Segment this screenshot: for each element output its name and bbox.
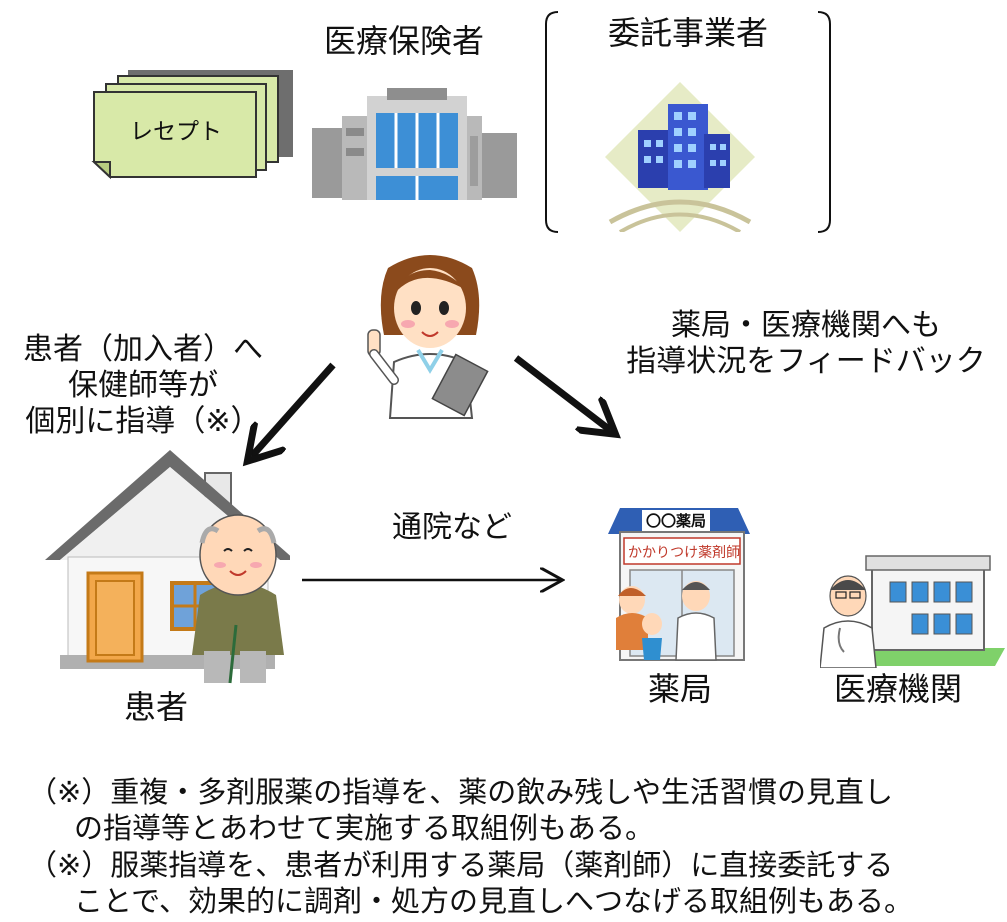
note-2-line2: ことで、効果的に調剤・処方の見直しへつなげる取組例もある。: [74, 884, 913, 919]
pharmacy-icon: 〇〇薬局 かかりつけ薬剤師: [600, 500, 758, 665]
arrow-to-pharmacy: [513, 355, 610, 430]
note-1: （※）重複・多剤服薬の指導を、薬の飲み残しや生活習慣の見直し の指導等とあわせて…: [28, 774, 893, 847]
house-icon: [45, 450, 290, 684]
visit-label: 通院など: [392, 510, 512, 545]
note-2-line1: （※）服薬指導を、患者が利用する薬局（薬剤師）に直接委託する: [28, 848, 894, 882]
insurer-title: 医療保険者: [324, 22, 485, 60]
arrow-to-patient: [252, 362, 336, 456]
contractor-bracket: [545, 11, 831, 233]
instruction-line3: 個別に指導（※）: [25, 404, 261, 439]
feedback-text: 薬局・医療機関へも 指導状況をフィードバック: [608, 308, 1004, 380]
pharmacy-banner: かかりつけ薬剤師: [628, 545, 741, 561]
contractor-title: 委託事業者: [608, 14, 769, 52]
patient-label: 患者: [124, 688, 189, 726]
feedback-line1: 薬局・医療機関へも: [671, 308, 941, 343]
instruction-text: 患者（加入者）へ 保健師等が 個別に指導（※）: [4, 332, 282, 440]
note-2: （※）服薬指導を、患者が利用する薬局（薬剤師）に直接委託する ことで、効果的に調…: [28, 847, 913, 920]
receipt-stack-icon: [91, 70, 293, 180]
instruction-line1: 患者（加入者）へ: [23, 332, 263, 367]
receipt-label: レセプト: [130, 119, 222, 145]
office-building-icon: [312, 88, 517, 200]
elderly-patient-icon: [192, 514, 284, 684]
note-1-line2: の指導等とあわせて実施する取組例もある。: [74, 811, 655, 846]
medical-label: 医療機関: [834, 670, 963, 708]
hospital-icon: [820, 555, 1005, 668]
doctor-icon: [820, 575, 877, 668]
feedback-line2: 指導状況をフィードバック: [626, 344, 986, 379]
company-building-icon: [605, 82, 755, 232]
pharmacy-sign: 〇〇薬局: [642, 510, 711, 531]
note-1-line1: （※）重複・多剤服薬の指導を、薬の飲み残しや生活習慣の見直し: [28, 775, 894, 809]
nurse-icon: [367, 255, 489, 419]
receipt-stack: レセプト: [88, 62, 308, 182]
pharmacy-label: 薬局: [648, 670, 713, 708]
instruction-line2: 保健師等が: [68, 368, 218, 403]
